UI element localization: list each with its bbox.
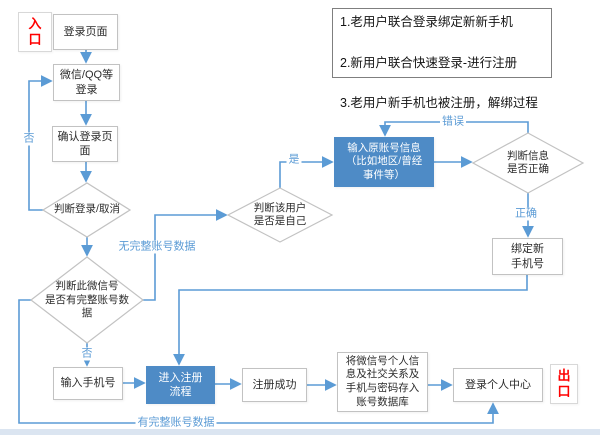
edge-incomplete-to-judgeself [143,209,228,301]
edge-label-incomplete-data: 无完整账号数据 [116,240,198,254]
bottom-band [0,429,600,435]
node-save-account-db: 将微信号个人信 息及社交关系及 手机与密码存入 账号数据库 [337,352,428,412]
edge-label-complete-data: 有完整账号数据 [135,416,217,430]
node-wechat-qq-login: 微信/QQ等 登录 [53,64,120,101]
diamond-judge-login-cancel [41,182,132,238]
exit-marker: 出 口 [550,364,578,404]
note-line-3: 3.老用户新手机也被注册，解绑过程 [340,96,538,110]
edge-label-yes-self: 是 [286,153,302,167]
node-register-success: 注册成功 [242,368,307,402]
note-line-1: 1.老用户联合登录绑定新新手机 [340,15,513,29]
entry-marker: 入 口 [18,12,52,52]
note-line-2: 2.新用户联合快速登录-进行注册 [340,55,518,70]
node-input-phone: 输入手机号 [53,367,123,400]
node-register-flow: 进入注册 流程 [146,366,215,404]
node-login-personal-center: 登录个人中心 [453,368,543,402]
edge-complete-to-logincenter [18,299,499,424]
edge-label-no-complete: 否 [79,347,95,361]
node-confirm-login-page: 确认登录页 面 [52,126,118,162]
edge-no-loop-to-wechat [28,75,53,211]
node-bind-new-phone: 绑定新 手机号 [492,238,563,275]
node-login-page: 登录页面 [53,14,118,50]
diamond-judge-wechat-complete [30,256,144,344]
node-input-original-account: 输入原账号信息 （比如地区/曾经 事件等） [334,137,434,187]
edge-label-correct: 正确 [513,207,539,221]
notes-box: 1.老用户联合登录绑定新新手机 2.新用户联合快速登录-进行注册 3.老用户新手… [332,8,552,110]
edge-yes-to-inputoriginal [279,156,334,188]
edge-label-wrong: 错误 [440,115,466,129]
diamond-judge-info-correct [471,132,585,194]
edge-label-no-login: 否 [21,132,37,146]
diamond-judge-user-self [226,187,334,243]
edge-bindnew-to-registerflow [173,275,528,366]
